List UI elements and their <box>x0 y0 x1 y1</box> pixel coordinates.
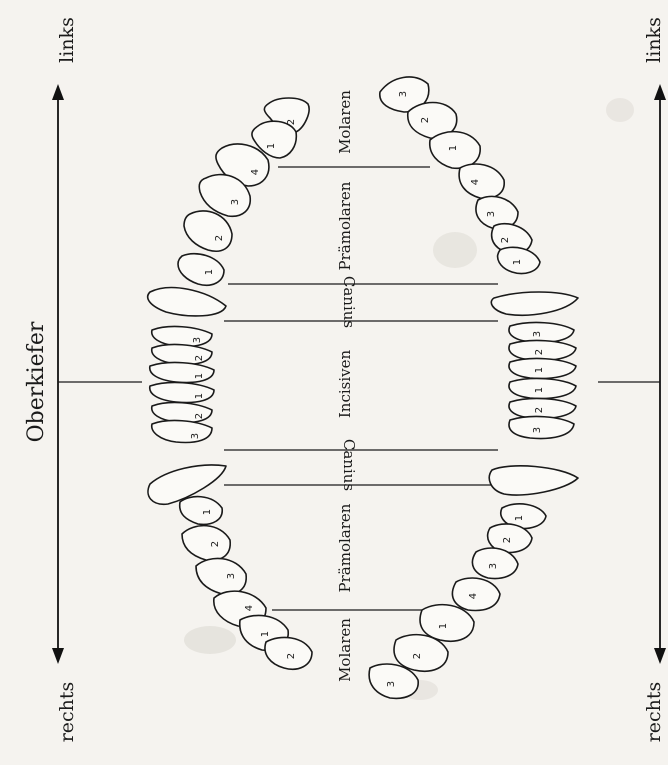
num-lower-incisor-3-top: 3 <box>532 331 543 337</box>
label-canius-bottom: Canius <box>340 439 358 491</box>
left-axis-arrow-bottom-icon <box>52 648 64 664</box>
tooth-upper-premolar-3-top <box>198 173 252 218</box>
left-axis-arrow-top-icon <box>52 84 64 100</box>
tooth-lower-canine-top <box>490 291 579 317</box>
num-lower-molar-1-bottom: 1 <box>438 623 449 629</box>
num-upper-premolar-1-bottom: 1 <box>202 509 213 515</box>
tooth-upper-incisor-3-bottom <box>151 419 213 444</box>
label-molaren-bottom: Molaren <box>336 618 354 682</box>
tooth-lower-incisor-1-top <box>508 357 577 380</box>
num-lower-premolar-2-top: 2 <box>500 237 511 243</box>
right-axis-arrow-bottom-icon <box>654 648 666 664</box>
num-upper-premolar-3-top: 3 <box>230 199 241 205</box>
num-upper-premolar-2-bottom: 2 <box>210 541 221 547</box>
tooth-upper-molar-1-top <box>251 120 298 159</box>
num-upper-molar-1-bottom: 1 <box>260 631 271 637</box>
tooth-lower-premolar-4-top <box>458 163 505 200</box>
num-lower-incisor-2-top: 2 <box>534 349 545 355</box>
num-lower-premolar-2-bottom: 2 <box>502 537 513 543</box>
upper-arch <box>146 97 313 670</box>
tooth-upper-premolar-1-top <box>177 252 225 286</box>
tooth-upper-premolar-2-bottom <box>181 524 231 562</box>
tooth-lower-canine-bottom <box>488 465 579 496</box>
label-links-right: links <box>643 17 665 63</box>
tooth-upper-premolar-3-bottom <box>195 557 247 596</box>
right-axis-arrow-top-icon <box>654 84 666 100</box>
num-upper-incisor-3-top: 3 <box>192 337 203 343</box>
tooth-upper-incisor-3-top <box>151 325 213 348</box>
tooth-lower-premolar-1-top <box>496 246 541 275</box>
num-lower-premolar-1-top: 1 <box>512 259 523 265</box>
label-oberkiefer: Oberkiefer <box>24 321 49 442</box>
tooth-lower-premolar-4-bottom <box>451 577 501 612</box>
num-lower-incisor-1-top: 1 <box>534 367 545 373</box>
label-rechts-right: rechts <box>643 682 665 743</box>
num-lower-molar-2-bottom: 2 <box>412 653 423 659</box>
tooth-upper-incisor-1-top <box>149 361 215 384</box>
boundary-lines <box>224 166 498 611</box>
num-lower-incisor-3-bottom: 3 <box>532 427 543 433</box>
num-upper-premolar-2-top: 2 <box>214 235 225 241</box>
tooth-upper-premolar-2-top <box>183 210 233 252</box>
label-links-left: links <box>56 17 78 63</box>
label-canius-top: Canius <box>340 276 358 328</box>
tooth-number-labels: 2 1 4 3 2 1 3 2 1 1 2 3 1 2 3 4 1 2 3 2 … <box>190 91 545 687</box>
tooth-upper-incisor-2-top <box>151 343 213 366</box>
num-lower-premolar-4-bottom: 4 <box>468 593 479 599</box>
tooth-upper-canine-bottom <box>147 464 227 506</box>
label-rechts-left: rechts <box>56 682 78 743</box>
num-lower-premolar-3-top: 3 <box>486 211 497 217</box>
num-lower-premolar-3-bottom: 3 <box>488 563 499 569</box>
num-upper-premolar-4-top: 4 <box>250 169 261 175</box>
label-praemolaren-bottom: Prämolaren <box>336 503 354 592</box>
tooth-lower-molar-3-bottom <box>368 663 419 700</box>
num-lower-molar-2-top: 2 <box>420 117 431 123</box>
num-lower-incisor-1-bottom: 1 <box>534 387 545 393</box>
tooth-upper-molar-2-bottom <box>264 636 313 670</box>
num-lower-molar-3-top: 3 <box>398 91 409 97</box>
num-upper-incisor-1-bottom: 1 <box>194 393 205 399</box>
num-upper-premolar-4-bottom: 4 <box>244 605 255 611</box>
tooth-lower-molar-1-bottom <box>419 603 475 642</box>
num-lower-molar-1-top: 1 <box>448 145 459 151</box>
num-upper-premolar-1-top: 1 <box>204 269 215 275</box>
num-upper-incisor-3-bottom: 3 <box>190 433 201 439</box>
num-upper-incisor-1-top: 1 <box>194 373 205 379</box>
tooth-lower-incisor-3-top <box>508 321 575 344</box>
num-upper-molar-2-top: 2 <box>286 119 297 125</box>
num-lower-incisor-2-bottom: 2 <box>534 407 545 413</box>
tooth-upper-incisor-2-bottom <box>151 401 213 424</box>
num-upper-molar-2-bottom: 2 <box>286 653 297 659</box>
num-upper-premolar-3-bottom: 3 <box>226 573 237 579</box>
tooth-lower-premolar-1-bottom <box>500 503 547 530</box>
num-lower-premolar-4-top: 4 <box>470 179 481 185</box>
tooth-upper-incisor-1-bottom <box>149 381 215 404</box>
tooth-upper-canine-top <box>146 286 227 317</box>
tooth-lower-incisor-1-bottom <box>508 377 577 400</box>
num-lower-molar-3-bottom: 3 <box>386 681 397 687</box>
tooth-lower-premolar-3-bottom <box>471 547 519 580</box>
label-praemolaren-top: Prämolaren <box>336 181 354 270</box>
num-upper-molar-1-top: 1 <box>266 143 277 149</box>
tooth-lower-incisor-2-bottom <box>508 397 577 420</box>
label-molaren-top: Molaren <box>336 90 354 154</box>
tooth-lower-molar-2-bottom <box>393 633 449 672</box>
tooth-lower-premolar-2-bottom <box>486 523 533 554</box>
tooth-lower-molar-1-top <box>428 130 481 170</box>
num-upper-incisor-2-bottom: 2 <box>194 413 205 419</box>
tooth-upper-premolar-1-bottom <box>178 495 223 526</box>
num-upper-incisor-2-top: 2 <box>194 355 205 361</box>
tooth-lower-incisor-2-top <box>508 339 577 362</box>
lower-arch <box>368 76 579 700</box>
label-incisiven: Incisiven <box>336 350 354 419</box>
num-lower-premolar-1-bottom: 1 <box>514 515 525 521</box>
tooth-lower-incisor-3-bottom <box>508 415 575 440</box>
